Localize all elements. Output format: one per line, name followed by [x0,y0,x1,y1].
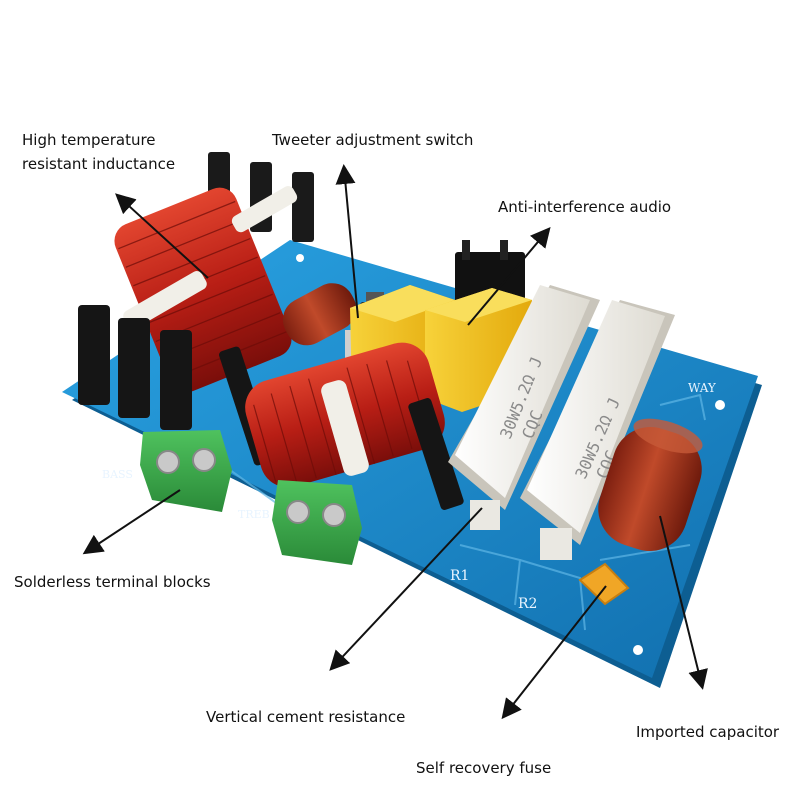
cement-resistor-r1: 30W5.2Ω J CQC [448,285,600,530]
r2-label: R2 [518,596,537,612]
large-inductor [78,152,314,430]
r1-label: R1 [450,568,469,584]
arrow-fuse [501,585,607,720]
callout-cement: Vertical cement resistance [206,708,406,726]
callout-audio: Anti-interference audio [498,198,672,216]
callout-inductance: High temperature resistant inductance [22,128,175,176]
self-recovery-fuse [578,562,630,606]
arrow-terminal [82,489,181,555]
callout-fuse: Self recovery fuse [416,759,552,777]
callout-capacitor: Imported capacitor [636,723,780,741]
callout-inductance-line2: resistant inductance [22,155,176,173]
callout-switch: Tweeter adjustment switch [272,131,474,149]
arrow-cement [329,507,483,671]
arrow-inductance [115,193,209,279]
callout-arrows [82,164,708,720]
small-inductor [219,342,464,510]
arrow-switch [335,164,359,319]
treble-label: TREB [238,508,270,521]
way-label: WAY [688,381,717,395]
arrow-capacitor [659,515,708,690]
callout-inductance-line1: High temperature [22,131,156,149]
callout-terminal: Solderless terminal blocks [14,573,211,591]
film-capacitor-small [282,283,357,346]
bass-label: BASS [102,468,133,481]
arrow-audio [467,226,551,326]
green-terminal-treble [272,480,362,565]
green-terminal-bass [140,430,232,512]
film-capacitor-large [598,418,703,552]
